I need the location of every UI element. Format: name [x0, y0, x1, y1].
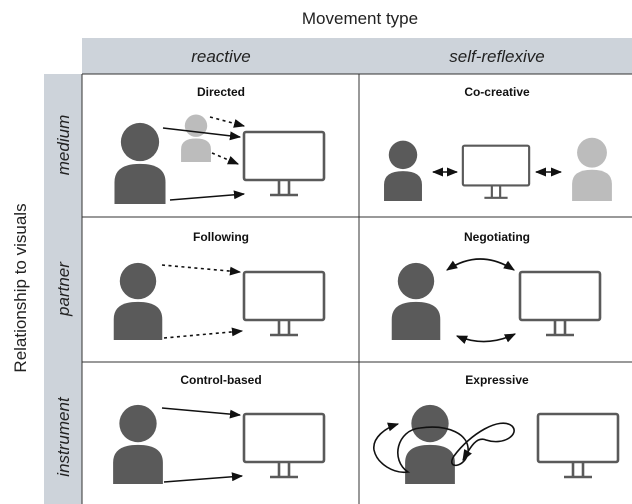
cell-title-co-creative: Co-creative [464, 85, 530, 99]
monitor-icon [461, 144, 531, 199]
monitor-icon [242, 412, 326, 479]
person-icon [113, 262, 163, 340]
person-icon [114, 122, 166, 204]
row-header-instrument: instrument [54, 396, 73, 477]
person-icon [384, 140, 422, 201]
cell-expressive: Expressive [373, 373, 620, 484]
column-header-reactive: reactive [191, 47, 251, 66]
arrow [169, 190, 246, 201]
cell-title-directed: Directed [197, 85, 245, 99]
row-axis-title: Relationship to visuals [11, 203, 30, 372]
cell-title-control-based: Control-based [180, 373, 261, 387]
cell-control-based: Control-based [113, 373, 326, 484]
arrow-freeform-loop [373, 422, 515, 474]
cell-following: Following [113, 230, 326, 340]
column-axis-title: Movement type [302, 9, 418, 28]
row-header-partner: partner [54, 261, 73, 317]
cell-co-creative: Co-creative [384, 85, 612, 201]
person-icon [405, 404, 455, 484]
monitor-icon [242, 270, 326, 337]
person-icon-secondary [181, 114, 211, 162]
column-header-self-reflexive: self-reflexive [449, 47, 544, 66]
monitor-icon [242, 130, 326, 197]
person-icon-secondary [572, 137, 612, 201]
arrow-curved-bidirectional [446, 258, 515, 271]
monitor-icon [536, 412, 620, 479]
arrow-dashed [163, 327, 244, 339]
arrow [162, 127, 242, 141]
row-header-medium: medium [54, 115, 73, 175]
person-icon [113, 404, 163, 484]
grid-lines [81, 73, 632, 504]
cell-title-negotiating: Negotiating [464, 230, 530, 244]
person-icon [391, 262, 441, 340]
cell-directed: Directed [114, 85, 326, 204]
monitor-icon [518, 270, 602, 337]
arrow-dashed [161, 264, 242, 276]
arrow-dashed [209, 116, 246, 128]
arrow-dashed [211, 152, 240, 165]
cell-title-expressive: Expressive [465, 373, 529, 387]
row-header-band [44, 74, 82, 504]
cell-title-following: Following [193, 230, 249, 244]
arrow [161, 407, 242, 419]
arrow-curved-bidirectional [455, 333, 517, 344]
arrow [163, 472, 244, 483]
cell-negotiating: Negotiating [391, 230, 602, 344]
column-header-band [82, 38, 632, 74]
